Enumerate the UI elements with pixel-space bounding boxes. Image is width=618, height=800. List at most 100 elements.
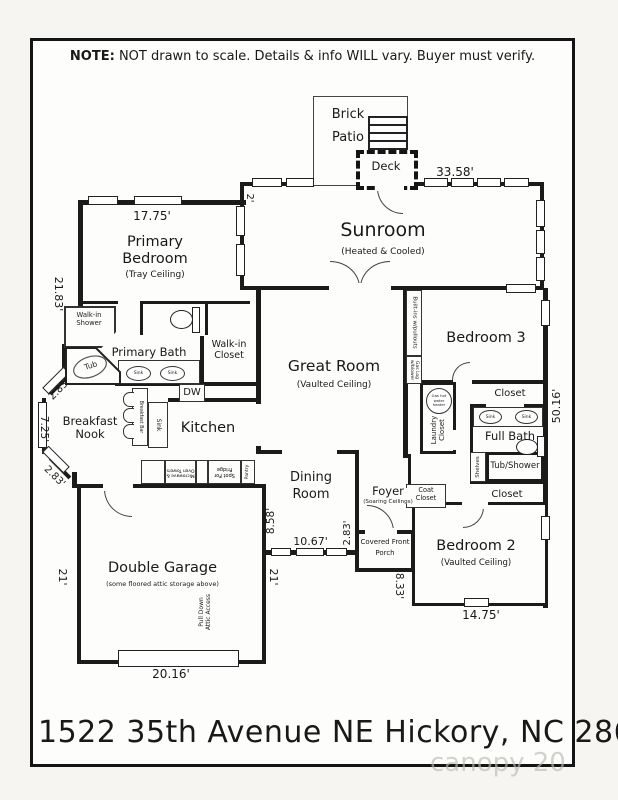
toilet xyxy=(170,307,202,334)
window xyxy=(326,548,347,556)
window xyxy=(38,402,47,448)
microwave-oven-towers-label: Microwave & Oven Towers xyxy=(166,467,195,478)
wall xyxy=(72,472,77,488)
wall xyxy=(140,301,143,335)
front-door-gap xyxy=(365,528,397,537)
dim-sunroom-offset: 2' xyxy=(243,193,255,203)
walk-in-shower-line2: Shower xyxy=(76,318,102,327)
window xyxy=(536,230,545,254)
dim-dining-depth: 8.58' xyxy=(264,507,277,535)
tub-shower-label: Tub/Shower xyxy=(490,461,540,472)
kitchen-sink-label: Sink xyxy=(155,418,163,432)
wall xyxy=(256,446,261,454)
dim-primary-width: 17.75' xyxy=(133,209,171,223)
window xyxy=(506,284,536,293)
attic-access-label: Pull Down Attic Access xyxy=(196,588,214,636)
dishwasher xyxy=(179,384,205,402)
walk-in-shower-line1: Walk-in xyxy=(76,311,102,319)
foyer-label: Foyer xyxy=(372,484,404,498)
walk-in-closet-label: Walk-in Closet xyxy=(200,339,258,362)
wall xyxy=(78,301,118,304)
primary-bedroom-label: Primary Bedroom (Tray Ceiling) xyxy=(95,234,215,281)
brick-patio-line2: Patio xyxy=(332,129,364,145)
window xyxy=(477,178,501,187)
walk-in-closet-line2: Closet xyxy=(214,349,244,361)
covered-porch-line1: Covered Front xyxy=(360,538,410,546)
sink-label: Sink xyxy=(521,414,532,420)
sunroom-label: Sunroom xyxy=(340,219,426,241)
brick-patio-line1: Brick xyxy=(331,107,365,122)
kitchen-sink-counter xyxy=(148,402,168,448)
sunroom-door-gap xyxy=(376,180,404,191)
bedroom3-label: Bedroom 3 xyxy=(446,330,526,346)
corner-tub xyxy=(65,347,121,385)
dim-dining-left: 21' xyxy=(267,568,281,586)
water-heater: Gas hot water heater xyxy=(426,388,452,414)
wall xyxy=(337,450,357,454)
primary-bath-label: Primary Bath xyxy=(111,345,187,359)
bedroom2-sub-label: (Vaulted Ceiling) xyxy=(440,558,512,568)
wall xyxy=(524,404,546,407)
counter xyxy=(196,460,208,484)
window xyxy=(424,178,448,187)
gas-log-fireplace xyxy=(406,356,422,384)
wall xyxy=(168,398,261,402)
garage-sub-label: (some floored attic storage above) xyxy=(106,580,219,588)
bar-stool xyxy=(123,424,134,439)
wall xyxy=(543,288,548,608)
great-room-sub-label: (Vaulted Ceiling) xyxy=(296,380,372,390)
dim-dining-side: 2.83' xyxy=(342,520,354,546)
kitchen-label: Kitchen xyxy=(180,420,236,436)
wall xyxy=(408,454,411,486)
window xyxy=(88,196,118,205)
walk-in-closet-line1: Walk-in xyxy=(211,339,247,350)
attic-line2: Attic Access xyxy=(205,593,212,631)
built-ins-label: Built-ins w/pullouts xyxy=(411,296,418,349)
wall xyxy=(470,480,546,484)
laundry-closet-label: Laundry Closet xyxy=(428,407,448,453)
covered-porch-line2: Porch xyxy=(375,548,395,557)
coat-closet-line2: Closet xyxy=(415,493,437,502)
full-bath-label: Full Bath xyxy=(484,429,536,443)
coat-closet-line1: Coat xyxy=(418,486,434,494)
window xyxy=(464,598,489,607)
great-room-label: Great Room xyxy=(287,357,381,375)
dim-garage-width: 20.16' xyxy=(152,667,190,681)
dim-sunroom-width: 33.58' xyxy=(436,165,474,179)
fridge-spot-label: Spot For Fridge xyxy=(214,466,235,478)
wall xyxy=(205,301,208,335)
covered-porch-label: Covered Front Porch xyxy=(356,537,414,558)
wall xyxy=(472,380,546,384)
dim-garage-depth: 21' xyxy=(56,568,70,586)
sink-label: Sink xyxy=(167,371,178,376)
breakfast-nook-line1: Breakfast xyxy=(62,414,118,428)
dim-right-side: 50.16' xyxy=(549,388,563,424)
window xyxy=(271,548,291,556)
dishwasher-label: DW xyxy=(183,387,201,399)
breakfast-nook-line2: Nook xyxy=(75,427,105,442)
garage-label: Double Garage xyxy=(107,560,218,576)
dining-room-line2: Room xyxy=(292,486,330,502)
attic-line1: Pull Down xyxy=(197,597,205,627)
address: 1522 35th Avenue NE Hickory, NC 28601 xyxy=(38,715,618,750)
bar-stool xyxy=(123,408,134,423)
sink: Sink xyxy=(515,410,538,424)
dining-room-label: Dining Room xyxy=(268,470,354,504)
breakfast-nook-label: Breakfast Nook xyxy=(44,414,136,442)
watermark: canopy 20 xyxy=(430,748,566,778)
dim-dining-width: 10.67' xyxy=(293,535,328,548)
shelves xyxy=(470,452,486,482)
water-heater-line2: water xyxy=(433,397,445,403)
dim-porch-depth: 8.33' xyxy=(393,572,406,600)
sink: Sink xyxy=(160,366,185,381)
wall xyxy=(200,336,204,386)
shelves-label: Shelves xyxy=(474,456,481,478)
dining-room-line1: Dining xyxy=(290,470,332,485)
dim-bedroom2-width: 14.75' xyxy=(462,608,500,622)
window xyxy=(451,178,474,187)
bedroom2-closet-label: Closet xyxy=(491,489,523,500)
sunroom-sub-label: (Heated & Cooled) xyxy=(341,247,425,257)
window xyxy=(504,178,529,187)
wall xyxy=(78,200,83,348)
